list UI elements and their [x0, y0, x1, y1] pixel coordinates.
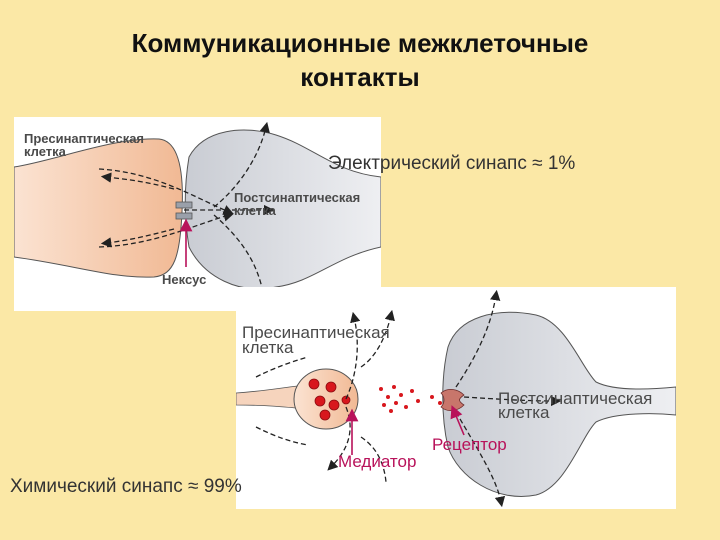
receptor-label: Рецептор [432, 435, 507, 454]
vesicle [319, 409, 331, 421]
electric-synapse-panel: Пресинаптическая клетка Постсинаптическа… [14, 117, 381, 311]
presynaptic-label-1b: клетка [24, 144, 66, 159]
vesicle [341, 395, 351, 405]
presynaptic-label-2b: клетка [242, 338, 294, 357]
vesicle [314, 395, 326, 407]
title-line-2: контакты [300, 62, 420, 92]
nexus-label: Нексус [162, 272, 207, 287]
electric-synapse-diagram [14, 121, 381, 305]
postsynaptic-label-1b: клетка [234, 203, 276, 218]
electric-synapse-caption: Электрический синапс ≈ 1% [328, 153, 576, 174]
postsynaptic-label-1: Постсинаптическая [234, 190, 361, 205]
postsynaptic-label-2: Постсинаптическая [498, 389, 653, 408]
chemical-synapse-diagram [236, 289, 676, 508]
vesicle [308, 378, 320, 390]
presynaptic-cell [14, 138, 183, 278]
presynaptic-label-1: Пресинаптическая [24, 131, 145, 146]
mediator-label: Медиатор [338, 452, 417, 471]
vesicle [325, 381, 337, 393]
presynaptic-label-2: Пресинаптическая [242, 323, 390, 342]
vesicle [328, 399, 340, 411]
slide-title: Коммуникационные межклеточные контакты [0, 26, 720, 94]
nexus-channel-top [175, 201, 193, 209]
title-line-1: Коммуникационные межклеточные [131, 28, 589, 58]
chemical-synapse-panel: Пресинаптическая клетка Постсинаптическа… [236, 287, 676, 509]
nexus-channel-bottom [175, 212, 193, 220]
chemical-synapse-caption: Химический синапс ≈ 99% [10, 476, 242, 497]
postsynaptic-label-2b: клетка [498, 403, 550, 422]
